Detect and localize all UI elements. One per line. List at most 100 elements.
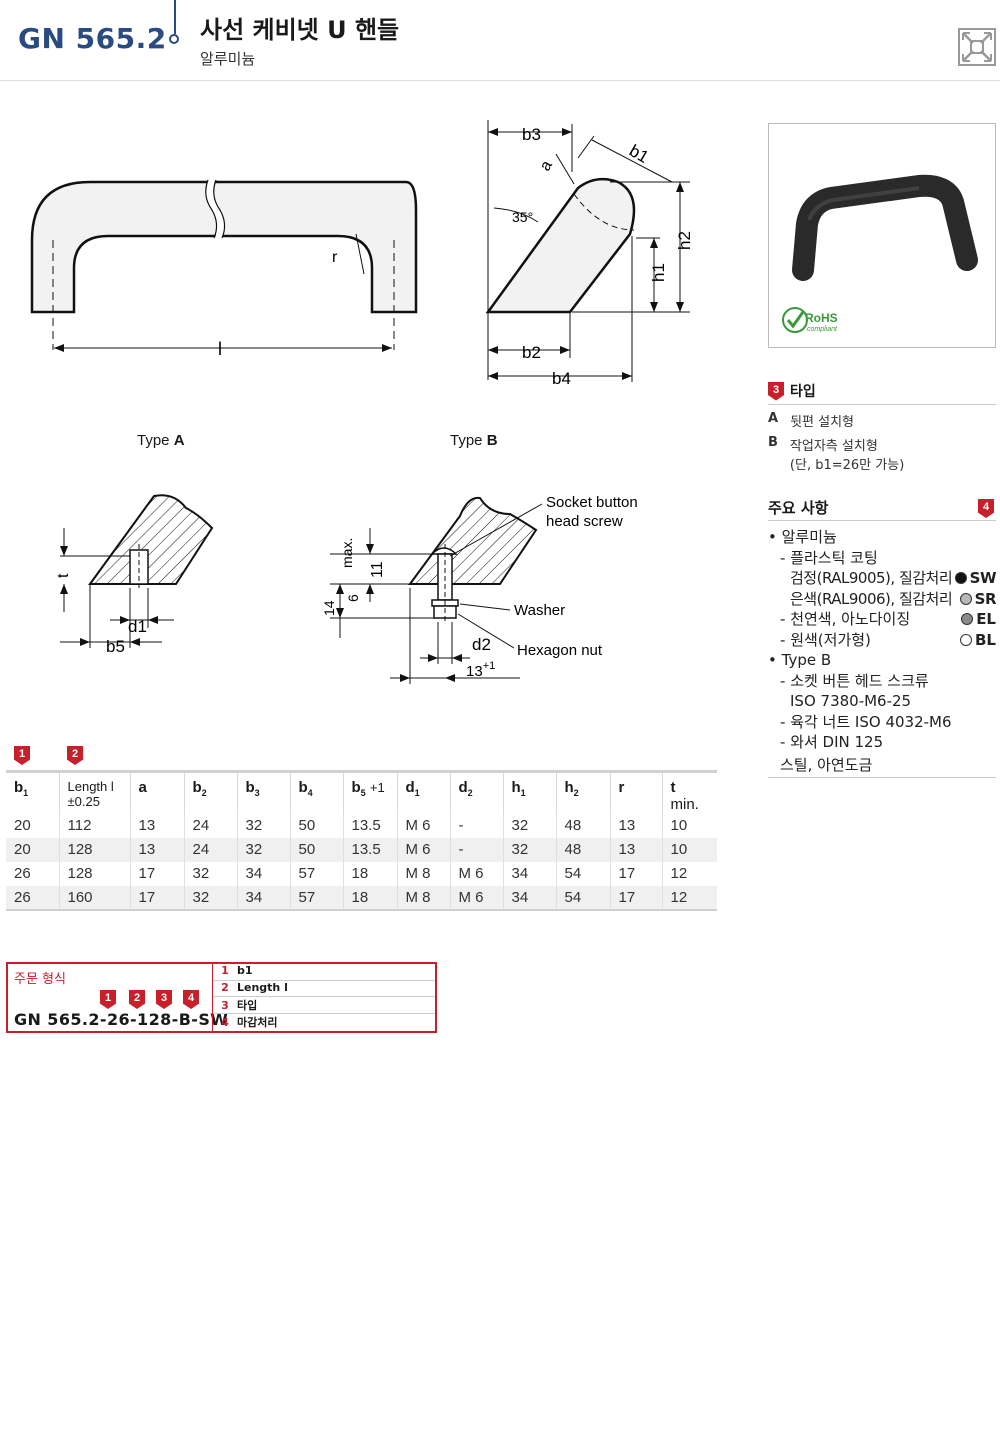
type-a-caption: Type A (137, 432, 185, 449)
swatch-el (961, 613, 974, 625)
header-divider (174, 0, 176, 34)
type-b-item: B 작업자측 설치형 (단, b1=26만 가능) (768, 435, 905, 473)
badge-4: 4 (978, 499, 994, 518)
swatch-sr (959, 592, 972, 605)
feature-material: • 알루미늄 (768, 528, 837, 546)
header-dot (169, 34, 179, 44)
dim-r-label: r (332, 249, 338, 266)
type-panel: 3 타입 A 뒷편 설치형 B 작업자측 설치형 (단, b1=26만 가능) (768, 380, 996, 473)
dim-l-label: l (218, 339, 222, 359)
type-b-mounting-drawing: max. 11 14 6 d2 13+1 Socket button head … (321, 494, 638, 684)
th-d1: d1 (397, 770, 451, 814)
order-badge-2: 2 (129, 990, 145, 1009)
dim-11-label: 11 (369, 561, 386, 578)
swatch-bl (960, 633, 972, 646)
page-title: 사선 케비넷 U 핸들 (200, 16, 400, 44)
dim-b5-label: b5 (106, 637, 125, 656)
badge-3: 3 (768, 381, 784, 401)
feature-coating: - 플라스틱 코팅 (780, 548, 878, 567)
order-badge-4: 4 (183, 990, 199, 1009)
rohs-subtext: compliant (807, 326, 838, 333)
features-rule (768, 520, 996, 521)
finish-el: - 천연색, 아노다이징 EL (780, 610, 996, 628)
finish-sr: 은색(RAL9006), 질감처리 SR (790, 589, 997, 608)
th-h1: h1 (503, 770, 557, 814)
profile-system-icon (958, 28, 996, 66)
type-b-side-drawing: b3 b2 b4 h2 h1 b1 a 35° (485, 120, 694, 388)
hex-nut-label: Hexagon nut (517, 642, 603, 659)
order-code: GN 565.2-26-128-B-SW (14, 1010, 229, 1029)
product-code: GN 565.2 (18, 22, 167, 55)
swatch-sw (954, 572, 967, 584)
feature-nut: - 육각 너트 ISO 4032-M6 (780, 712, 952, 731)
socket-screw-label-2: head screw (546, 513, 623, 530)
header-rule (0, 80, 1000, 81)
product-photo: RoHS compliant (768, 123, 996, 348)
socket-screw-label-1: Socket button (546, 494, 638, 511)
type-heading: 타입 (790, 384, 816, 400)
table-header-row: b1 Length l±0.25 a b2 b3 b4 b5 +1 d1 d2 … (6, 770, 717, 814)
type-b-caption: Type B (450, 432, 498, 449)
rohs-logo: RoHS compliant (782, 307, 838, 333)
features-panel: 주요 사항 4 • 알루미늄 - 플라스틱 코팅 검정(RAL9005), 질감… (768, 492, 997, 778)
washer-label: Washer (514, 602, 565, 619)
features-heading: 주요 사항 (768, 499, 829, 517)
dim-b2-label: b2 (522, 343, 541, 362)
dim-b4-label: b4 (552, 369, 571, 388)
features-bottom-rule (768, 777, 996, 778)
dim-14-label: 14 (321, 600, 337, 616)
dim-a-label: a (537, 158, 556, 174)
th-a: a (130, 770, 185, 814)
th-b1: b1 (6, 770, 60, 814)
dim-t-label: t (55, 573, 72, 578)
dim-d1-label: d1 (128, 617, 147, 636)
feature-steel: 스틸, 아연도금 (780, 755, 873, 774)
feature-type-b: • Type B (768, 651, 832, 669)
angle-label: 35° (512, 209, 533, 225)
order-badge-1: 1 (100, 990, 116, 1009)
th-r: r (610, 770, 663, 814)
type-a-drawing: l r (30, 176, 418, 359)
th-b5: b5 +1 (343, 770, 398, 814)
finish-sw: 검정(RAL9005), 질감처리 SW (790, 569, 997, 587)
type-a-mounting-drawing: t d1 b5 (55, 494, 214, 656)
dim-h2-label: h2 (675, 231, 694, 250)
page-subtitle: 알루미늄 (200, 50, 256, 68)
feature-screw-iso: ISO 7380-M6-25 (790, 692, 912, 710)
dim-13-label: 13+1 (466, 660, 495, 680)
rohs-text: RoHS (805, 311, 838, 325)
dim-d2-label: d2 (472, 635, 491, 654)
th-length: Length l±0.25 (59, 770, 131, 814)
dim-b1-label: b1 (626, 141, 652, 167)
feature-screw: - 소켓 버튼 헤드 스크류 (780, 671, 929, 690)
order-label: 주문 형식 (14, 972, 66, 987)
dim-b3-label: b3 (522, 125, 541, 144)
type-a-item: A 뒷편 설치형 (768, 411, 854, 430)
dim-h1-label: h1 (649, 263, 668, 282)
order-divider (212, 964, 213, 1031)
badge-1: 1 (14, 746, 30, 765)
dim-max-label: max. (339, 538, 355, 568)
spec-table-wrap: b1 Length l±0.25 a b2 b3 b4 b5 +1 d1 d2 … (6, 770, 717, 911)
feature-washer: - 와셔 DIN 125 (780, 733, 884, 751)
th-b2: b2 (184, 770, 238, 814)
th-b4: b4 (290, 770, 344, 814)
badge-2: 2 (67, 746, 83, 765)
th-b3: b3 (237, 770, 291, 814)
spec-table: b1 Length l±0.25 a b2 b3 b4 b5 +1 d1 d2 … (6, 770, 717, 911)
order-badge-3: 3 (156, 990, 172, 1009)
finish-bl: - 원색(저가형) BL (780, 630, 996, 649)
th-d2: d2 (450, 770, 504, 814)
th-h2: h2 (556, 770, 611, 814)
type-rule (768, 404, 996, 405)
